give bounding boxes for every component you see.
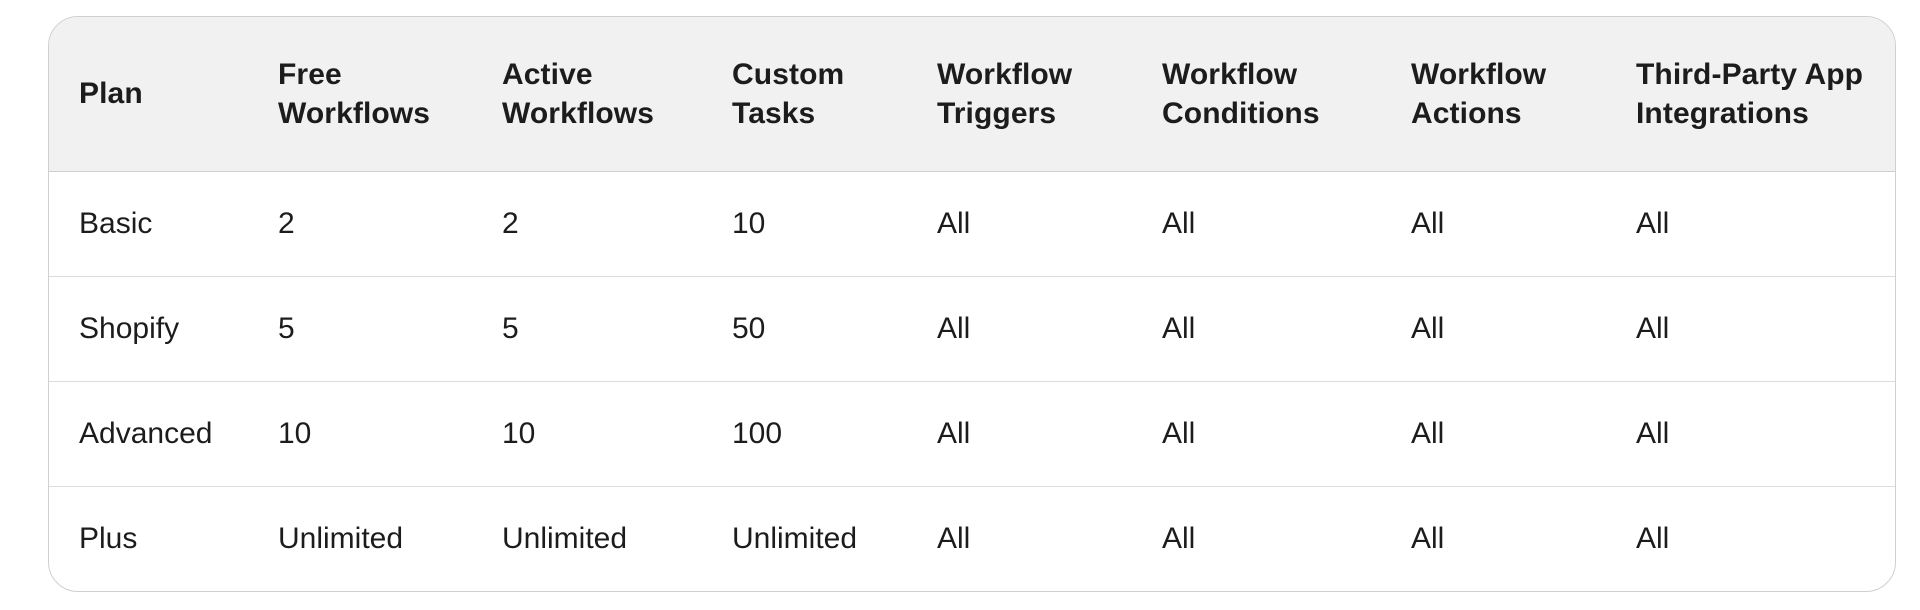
plan-comparison-card: Plan Free Workflows Active Workflows Cus… (48, 16, 1896, 592)
table-cell: Unlimited (502, 521, 628, 555)
plan-name-cell: Advanced (49, 381, 248, 487)
column-header-third-party-app-integrations: Third-Party App Integrations (1606, 17, 1895, 172)
table-cell: 10 (248, 381, 472, 487)
table-row-plus: Plus Unlimited Unlimited Unlimited All A… (49, 486, 1895, 591)
table-cell: Unlimited (732, 521, 858, 555)
table-cell: All (907, 276, 1132, 382)
table-cell: 5 (248, 276, 472, 382)
table-cell: All (1132, 171, 1381, 277)
table-cell: 2 (248, 171, 472, 277)
table-cell: 10 (472, 381, 702, 487)
table-cell: 100 (702, 381, 907, 487)
table-cell: 50 (702, 276, 907, 382)
column-header-workflow-triggers: Workflow Triggers (907, 17, 1132, 172)
table-cell: All (1606, 381, 1895, 487)
table-cell: All (907, 171, 1132, 277)
plan-name-cell: Basic (49, 171, 248, 277)
table-cell: All (937, 521, 971, 555)
column-header-workflow-conditions: Workflow Conditions (1132, 17, 1381, 172)
column-header-workflow-actions: Workflow Actions (1381, 17, 1606, 172)
table-row-shopify: Shopify 5 5 50 All All All All (49, 276, 1895, 382)
table-row-basic: Basic 2 2 10 All All All All (49, 171, 1895, 277)
table-header-row: Plan Free Workflows Active Workflows Cus… (49, 17, 1895, 172)
table-cell: All (1132, 276, 1381, 382)
column-header-active-workflows: Active Workflows (472, 17, 702, 172)
table-cell: All (1381, 381, 1606, 487)
table-cell: All (907, 381, 1132, 487)
table-cell: All (1636, 521, 1670, 555)
table-cell: All (1162, 521, 1196, 555)
table-cell: All (1606, 276, 1895, 382)
plan-name-cell: Plus (79, 521, 138, 555)
column-header-free-workflows: Free Workflows (248, 17, 472, 172)
table-cell: Unlimited (278, 521, 404, 555)
table-row-advanced: Advanced 10 10 100 All All All All (49, 381, 1895, 487)
table-cell: 5 (472, 276, 702, 382)
table-cell: All (1606, 171, 1895, 277)
table-cell: All (1132, 381, 1381, 487)
table-cell: All (1411, 521, 1445, 555)
table-cell: 10 (702, 171, 907, 277)
column-header-custom-tasks: Custom Tasks (702, 17, 907, 172)
plan-name-cell: Shopify (49, 276, 248, 382)
table-cell: All (1381, 171, 1606, 277)
table-cell: 2 (472, 171, 702, 277)
column-header-plan: Plan (49, 17, 248, 172)
plan-comparison-table: Plan Free Workflows Active Workflows Cus… (49, 17, 1895, 591)
table-cell: All (1381, 276, 1606, 382)
